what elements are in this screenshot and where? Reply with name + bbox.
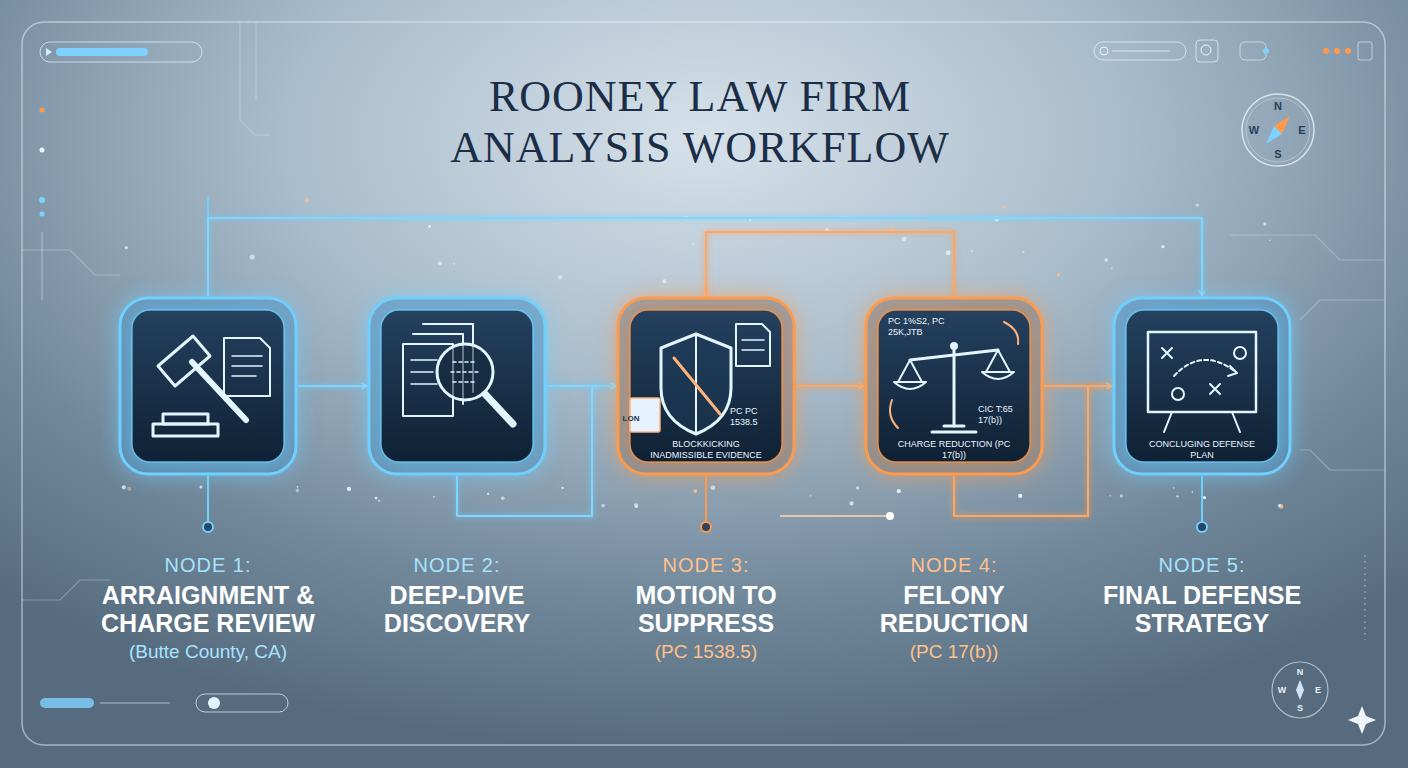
node-number: NODE 2:	[413, 554, 500, 577]
node-title: DEEP-DIVE DISCOVERY	[339, 581, 575, 637]
compass-letter: N	[1274, 100, 1282, 112]
tile-text: BLOCKKICKING INADMISSIBLE EVIDENCE	[646, 439, 766, 461]
flow-connector	[298, 385, 367, 387]
node-title: FELONY REDUCTION	[836, 581, 1072, 637]
compass-letter: W	[1278, 685, 1287, 695]
node-stubs	[203, 196, 1207, 532]
tile-text: PC 1%S2, PC 25K,JTB	[888, 316, 950, 338]
compass-large	[1242, 94, 1314, 166]
compass-letter: W	[1249, 124, 1259, 136]
node-number: NODE 4:	[910, 554, 997, 577]
circuit-traces	[22, 22, 1385, 600]
node-subtitle: (PC 17(b))	[910, 641, 999, 663]
node-title: MOTION TO SUPPRESS	[588, 581, 824, 637]
process-node: NODE 5:FINAL DEFENSE STRATEGYCONCLUGING …	[1112, 296, 1292, 476]
node-subtitle: (PC 1538.5)	[655, 641, 757, 663]
compass-letter: S	[1297, 703, 1303, 713]
tile-text: CIC T:65 17(b))	[978, 404, 1028, 426]
node-subtitle: (Butte County, CA)	[129, 641, 287, 663]
node-caption: NODE 5: FINAL DEFENSE STRATEGY	[1084, 554, 1320, 637]
sparkle	[1348, 706, 1376, 734]
tile-text: CHARGE REDUCTION (PC 17(b))	[889, 439, 1019, 461]
document-tag: LON	[623, 414, 640, 423]
outer-frame	[22, 22, 1385, 745]
node-tile	[118, 296, 298, 476]
flow-connector	[796, 385, 864, 387]
node-number: NODE 3:	[662, 554, 749, 577]
flow-connector	[208, 218, 1202, 296]
diagram-title: ROONEY LAW FIRM ANALYSIS WORKFLOW	[420, 72, 980, 173]
node-title: FINAL DEFENSE STRATEGY	[1084, 581, 1320, 637]
node-number: NODE 1:	[164, 554, 251, 577]
compass-letter: N	[1297, 667, 1304, 677]
node-number: NODE 5:	[1158, 554, 1245, 577]
compass-small	[1272, 662, 1328, 718]
process-node: NODE 3:MOTION TO SUPPRESS(PC 1538.5)BLOC…	[616, 296, 796, 476]
flow-connector	[706, 232, 954, 296]
compass-letter: E	[1298, 124, 1305, 136]
compass-letter: E	[1315, 685, 1321, 695]
node-caption: NODE 4: FELONY REDUCTION (PC 17(b))	[836, 554, 1072, 663]
node-title: ARRAIGNMENT & CHARGE REVIEW	[90, 581, 326, 637]
node-tile	[367, 296, 547, 476]
node-caption: NODE 2: DEEP-DIVE DISCOVERY	[339, 554, 575, 637]
node-caption: NODE 1: ARRAIGNMENT & CHARGE REVIEW (Butte…	[90, 554, 326, 663]
process-node: NODE 4:FELONY REDUCTION(PC 17(b))PC 1%S2…	[864, 296, 1044, 476]
tile-text: CONCLUGING DEFENSE PLAN	[1142, 439, 1262, 461]
process-node: NODE 1:ARRAIGNMENT & CHARGE REVIEW(Butte…	[118, 296, 298, 476]
node-caption: NODE 3: MOTION TO SUPPRESS (PC 1538.5)	[588, 554, 824, 663]
process-node: NODE 2:DEEP-DIVE DISCOVERY	[367, 296, 547, 476]
ui-bars	[39, 40, 1372, 712]
tile-text: PC PC 1538.5	[730, 406, 786, 428]
compass-letter: S	[1274, 148, 1281, 160]
